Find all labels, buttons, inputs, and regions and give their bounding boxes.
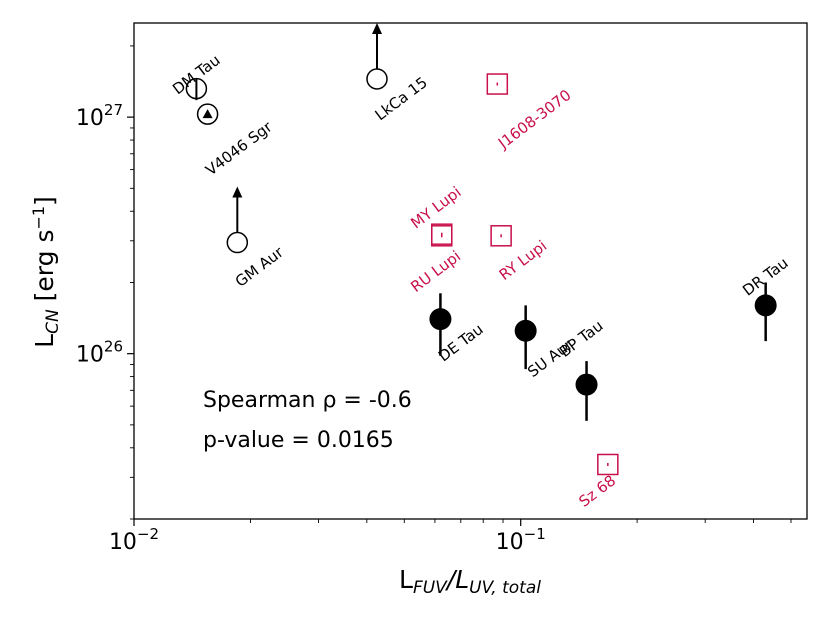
annotation-pvalue: p-value = 0.0165 [203, 428, 394, 453]
x-tick-label: 10−1 [496, 525, 546, 555]
data-point-sz-68 [597, 453, 619, 476]
point-label-lkca-15: LkCa 15 [372, 73, 431, 124]
data-point-bp-tau [575, 373, 598, 396]
data-point-v4046-sgr [196, 103, 219, 125]
arrow-head [371, 22, 382, 34]
point-label-ry-lupi: RY Lupi [496, 237, 551, 284]
axis-ticks: 10−2 10−1 1026 1027 [76, 45, 792, 555]
point-label-v4046-sgr: V4046 Sgr [202, 117, 276, 179]
x-axis-label: LFUV/LUV, total [399, 565, 541, 598]
data-point-su-aur [514, 319, 537, 342]
y-tick-label: 1026 [76, 338, 123, 368]
data-point-de-tau [429, 308, 452, 331]
data-marks [185, 22, 777, 476]
data-point-ry-lupi [490, 225, 512, 247]
x-tick-label: 10−2 [109, 525, 159, 555]
point-label-j1608-3070: J1608-3070 [494, 86, 574, 153]
point-label-sz-68: Sz 68 [575, 471, 619, 510]
data-point-dr-tau [754, 294, 777, 317]
data-point-gm-aur [226, 231, 249, 254]
plot-frame [133, 22, 808, 520]
y-tick-label: 1027 [76, 101, 123, 131]
arrow-head [202, 109, 213, 119]
data-point-ru-lupi [431, 225, 453, 247]
data-point-lkca-15 [366, 68, 388, 90]
arrow-head [232, 186, 243, 198]
y-axis-label: LCN [erg s−1] [29, 196, 63, 348]
data-point-j1608-3070 [486, 73, 509, 95]
point-label-my-lupi: MY Lupi [407, 183, 464, 232]
data-point-dm-tau [185, 77, 208, 100]
annotation-spearman: Spearman ρ = -0.6 [203, 388, 412, 413]
point-label-gm-aur: GM Aur [232, 243, 288, 291]
point-label-ru-lupi: RU Lupi [407, 247, 464, 296]
